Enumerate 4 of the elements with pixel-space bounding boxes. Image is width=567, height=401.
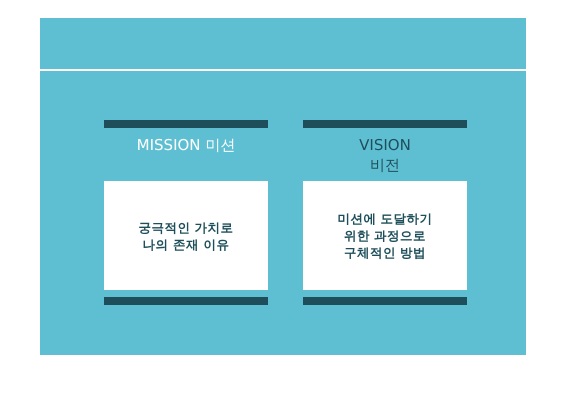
heading: MISSION 미션	[136, 135, 236, 155]
description: 미션에 도달하기 위한 과정으로 구체적인 방법	[337, 210, 433, 261]
description: 궁극적인 가치로 나의 존재 이유	[137, 218, 235, 252]
heading: VISION 비전	[358, 135, 412, 175]
